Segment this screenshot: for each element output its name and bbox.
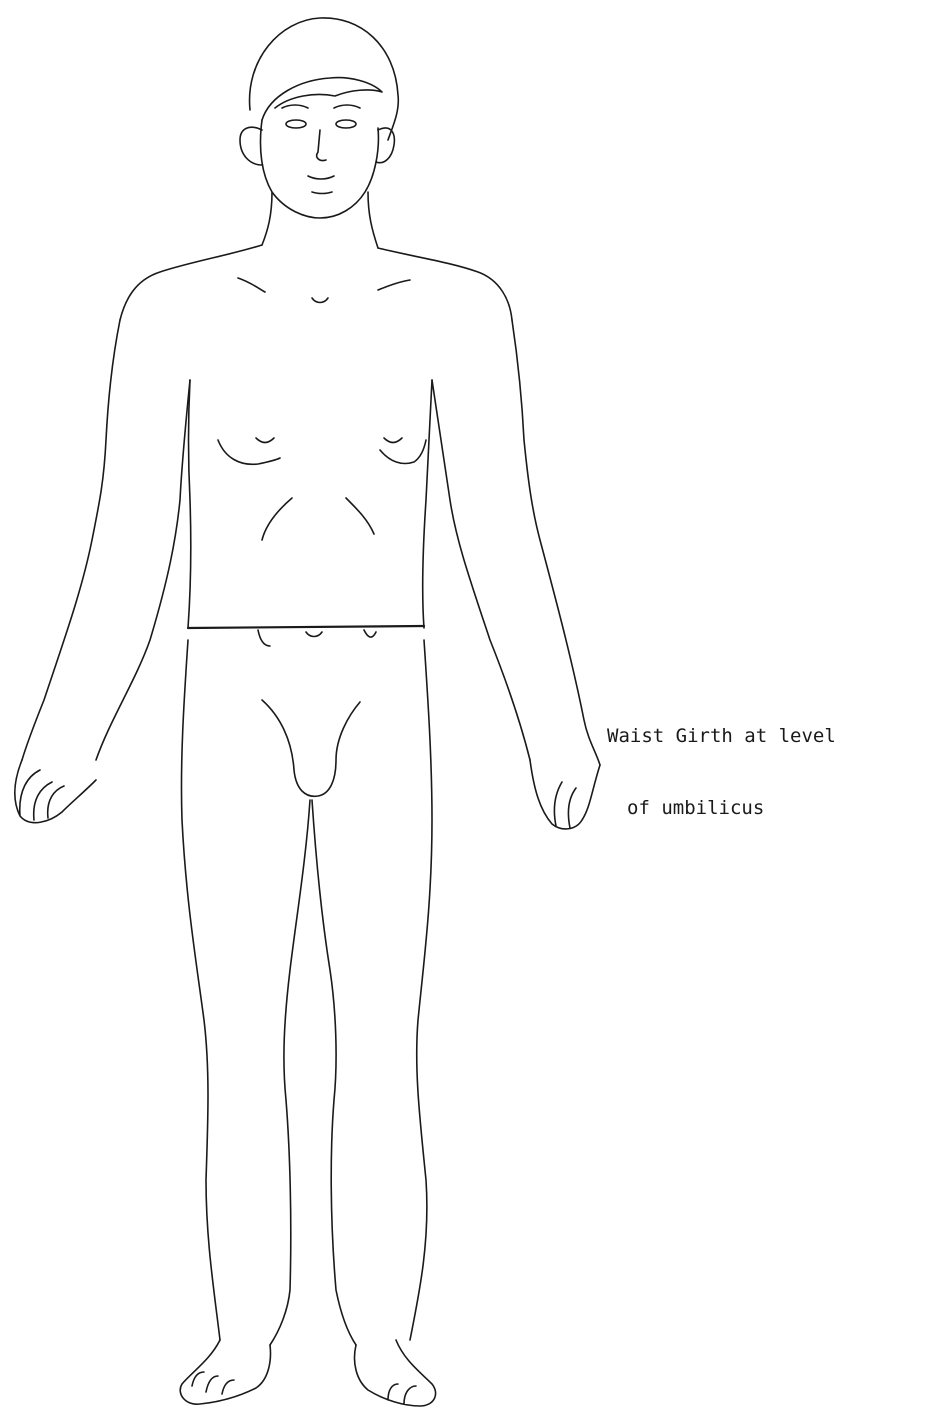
left-eye — [286, 120, 306, 128]
right-shoulder — [378, 248, 512, 320]
right-leg-inner — [312, 800, 356, 1345]
right-leg-outer — [410, 640, 432, 1340]
head — [240, 18, 398, 218]
chin — [312, 192, 332, 194]
left-clavicle — [238, 278, 265, 292]
left-foot — [180, 1340, 270, 1404]
groin-outline — [262, 700, 360, 796]
right-eye — [336, 120, 356, 128]
left-brow — [282, 105, 308, 108]
left-leg-outer — [181, 640, 220, 1340]
left-pectoral — [218, 440, 280, 464]
mouth — [308, 176, 334, 179]
left-shoulder — [120, 245, 262, 320]
waist-girth-annotation: Waist Girth at level of umbilicus — [607, 676, 836, 844]
torso-left-side — [188, 380, 191, 628]
left-arm-inner — [96, 380, 190, 760]
hair-fringe — [262, 78, 382, 120]
annotation-line-2: of umbilicus — [607, 796, 836, 820]
nose — [317, 130, 326, 161]
left-ear — [240, 127, 262, 165]
right-arm-inner — [432, 380, 530, 760]
left-leg-inner — [270, 800, 310, 1345]
neck-left — [262, 192, 272, 245]
right-foot — [355, 1340, 436, 1406]
right-rib-arc — [346, 498, 374, 534]
neck-right — [368, 192, 378, 248]
left-nipple — [256, 438, 274, 443]
sternal-notch — [312, 298, 328, 303]
left-rib-arc — [262, 498, 292, 540]
right-nipple — [384, 438, 402, 443]
torso-right-side — [423, 380, 432, 628]
right-brow — [334, 105, 360, 108]
abdomen-marks — [258, 630, 376, 646]
annotation-line-1: Waist Girth at level — [607, 724, 836, 748]
right-arm-outer — [512, 320, 600, 765]
right-pectoral — [380, 440, 426, 464]
right-clavicle — [378, 280, 410, 290]
right-hand — [530, 760, 600, 829]
left-arm-outer — [22, 320, 120, 760]
left-hand — [15, 760, 96, 823]
waist-girth-line — [188, 626, 424, 628]
